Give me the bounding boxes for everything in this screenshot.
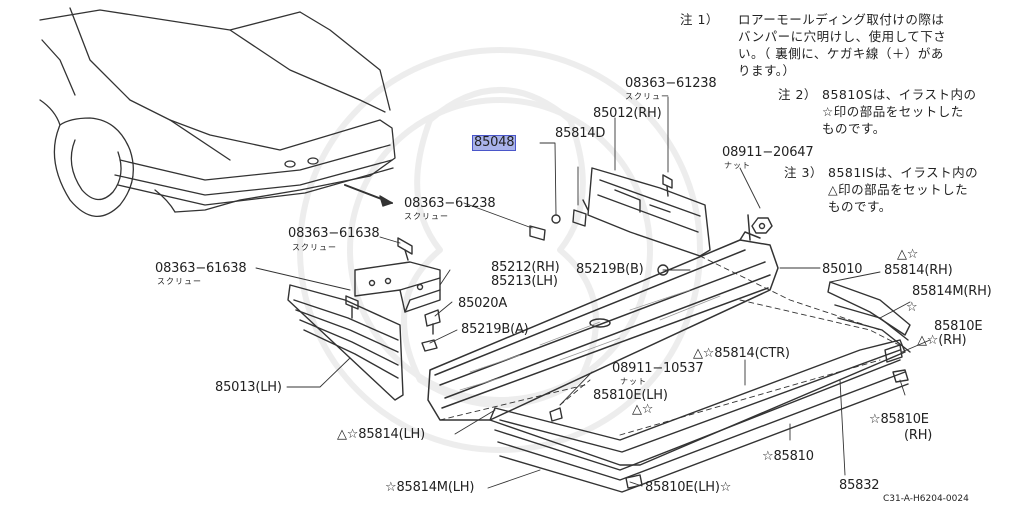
label-08911-20647: 08911−20647 — [722, 145, 814, 160]
label-85814m-lh: ☆85814M(LH) — [385, 480, 475, 495]
label-08363-61638-b: 08363−61638 — [155, 261, 247, 276]
note-3-marker: 注 3） — [784, 165, 823, 180]
label-85814d: 85814D — [555, 126, 606, 141]
lower-molding-85814m — [494, 359, 909, 493]
label-85213-lh: 85213(LH) — [491, 274, 558, 289]
label-08911-10537: 08911−10537 — [612, 361, 704, 376]
sublabel-screw-b: スクリュー — [157, 277, 202, 286]
note-3-line-1: 8581ISは、イラスト内の — [828, 165, 979, 180]
screw-center-top — [529, 199, 589, 241]
label-08363-61238-top: 08363−61238 — [625, 76, 717, 91]
sublabel-screw-mid: スクリュー — [404, 212, 449, 221]
label-85814-rh: 85814(RH) — [884, 263, 953, 278]
label-85810e-rh-low: ☆85810E — [869, 412, 929, 427]
label-08363-61238-mid: 08363−61238 — [404, 196, 496, 211]
note-2-line-1: 85810Sは、イラスト内の — [822, 87, 977, 102]
pad-85219b-a — [421, 339, 438, 352]
label-85810e-lh-low: 85810E(LH)☆ — [645, 480, 732, 495]
car-body-illustration — [39, 7, 396, 218]
label-85013-lh: 85013(LH) — [215, 380, 282, 395]
label-08363-61638-a: 08363−61638 — [288, 226, 380, 241]
label-85814-lh: △☆85814(LH) — [337, 427, 425, 442]
note-2-marker: 注 2） — [778, 87, 817, 102]
label-85212-rh: 85212(RH) — [491, 260, 560, 275]
note-1-marker: 注 1） — [680, 12, 719, 27]
screw-left-upper — [397, 237, 413, 261]
pointer-arrow — [344, 184, 393, 207]
end-caps-85810e — [549, 344, 909, 489]
watermark-emblem — [297, 47, 703, 453]
note-2: 注 2） 85810Sは、イラスト内の ☆印の部品をセットした ものです。 — [778, 87, 976, 136]
label-85810: ☆85810 — [762, 449, 814, 464]
bracket-85212 — [354, 261, 441, 313]
note-1: 注 1） ロアーモールディング取付けの際は バンパーに穴明けし、使用して下さ い… — [680, 12, 946, 78]
label-85012-rh: 85012(RH) — [593, 106, 662, 121]
leader-lines — [255, 96, 931, 489]
note-1-line-1: ロアーモールディング取付けの際は — [738, 12, 945, 27]
note-3-line-2: △印の部品をセットした — [828, 182, 969, 197]
label-85810e-rh-top: 85810E — [934, 319, 983, 334]
label-85814m-rh-star: ☆ — [906, 300, 918, 315]
note-2-line-3: ものです。 — [822, 121, 886, 136]
sublabel-nut-right: ナット — [724, 161, 751, 170]
note-1-line-4: ります。） — [738, 63, 796, 78]
label-85810e-rh-top2: △☆(RH) — [917, 333, 967, 348]
sublabel-screw-a: スクリュー — [292, 243, 337, 252]
garnish-85013 — [287, 284, 404, 401]
note-1-line-3: い。（ 裏側に、ケガキ線（＋）があ — [738, 46, 944, 61]
label-85810e-lh-marks: △☆ — [632, 402, 654, 417]
bumper-85010 — [427, 214, 779, 421]
bracket-85012 — [587, 167, 711, 257]
note-1-line-2: バンパーに穴明けし、使用して下さ — [738, 29, 947, 44]
label-85814m-rh: 85814M(RH) — [912, 284, 992, 299]
note-3: 注 3） 8581ISは、イラスト内の △印の部品をセットした ものです。 — [784, 165, 978, 214]
label-85010: 85010 — [822, 262, 863, 277]
screw-left — [345, 295, 359, 319]
diagram-code: C31-A-H6204-0024 — [883, 494, 969, 504]
nut-08911-20647 — [751, 217, 773, 234]
label-85020a: 85020A — [458, 296, 508, 311]
label-85048-highlighted[interactable]: 85048 — [471, 135, 517, 151]
label-85814-ctr: △☆85814(CTR) — [693, 346, 790, 361]
label-85810e-lh: 85810E(LH) — [593, 388, 668, 403]
label-85219b-a: 85219B(A) — [461, 322, 529, 337]
clip-85020a — [424, 309, 441, 335]
bumper-texture — [459, 289, 721, 391]
sublabel-screw-top: スクリュー — [625, 92, 670, 101]
sublabel-nut-center: ナット — [620, 377, 647, 386]
note-3-line-3: ものです。 — [828, 199, 892, 214]
lower-molding-85814 — [489, 339, 906, 466]
label-85219b-b: 85219B(B) — [576, 262, 644, 277]
note-2-line-2: ☆印の部品をセットした — [822, 104, 964, 119]
label-85814-rh-marks: △☆ — [897, 247, 919, 262]
label-85810e-rh-low2: (RH) — [904, 428, 933, 443]
label-85832: 85832 — [839, 478, 880, 493]
